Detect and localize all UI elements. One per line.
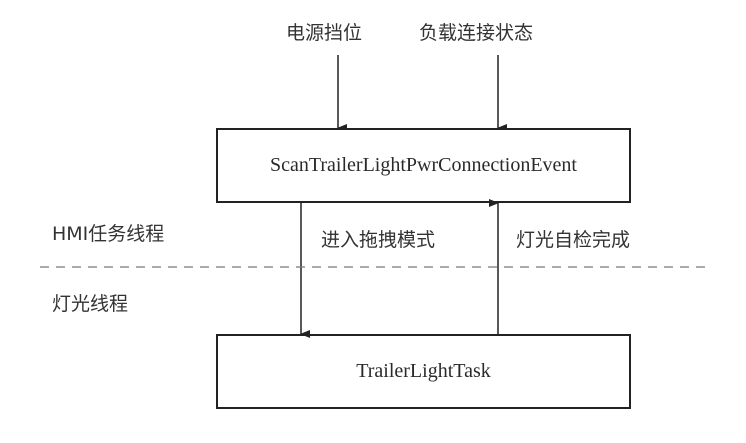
lane-label-hmi-task-thread: HMI任务线程 bbox=[52, 223, 165, 245]
trailer-light-task-box bbox=[216, 334, 631, 409]
scan-event-box bbox=[216, 128, 631, 203]
edge-label-enter-drag-mode: 进入拖拽模式 bbox=[321, 229, 436, 251]
edge-label-light-selfcheck-done: 灯光自检完成 bbox=[516, 229, 631, 251]
input-label-load-connection-state: 负载连接状态 bbox=[419, 22, 534, 44]
trailer-light-task-box-label: TrailerLightTask bbox=[356, 360, 491, 382]
scan-event-box-label: ScanTrailerLightPwrConnectionEvent bbox=[270, 154, 577, 176]
input-label-power-gear: 电源挡位 bbox=[286, 22, 363, 44]
lane-label-light-thread: 灯光线程 bbox=[52, 293, 129, 315]
